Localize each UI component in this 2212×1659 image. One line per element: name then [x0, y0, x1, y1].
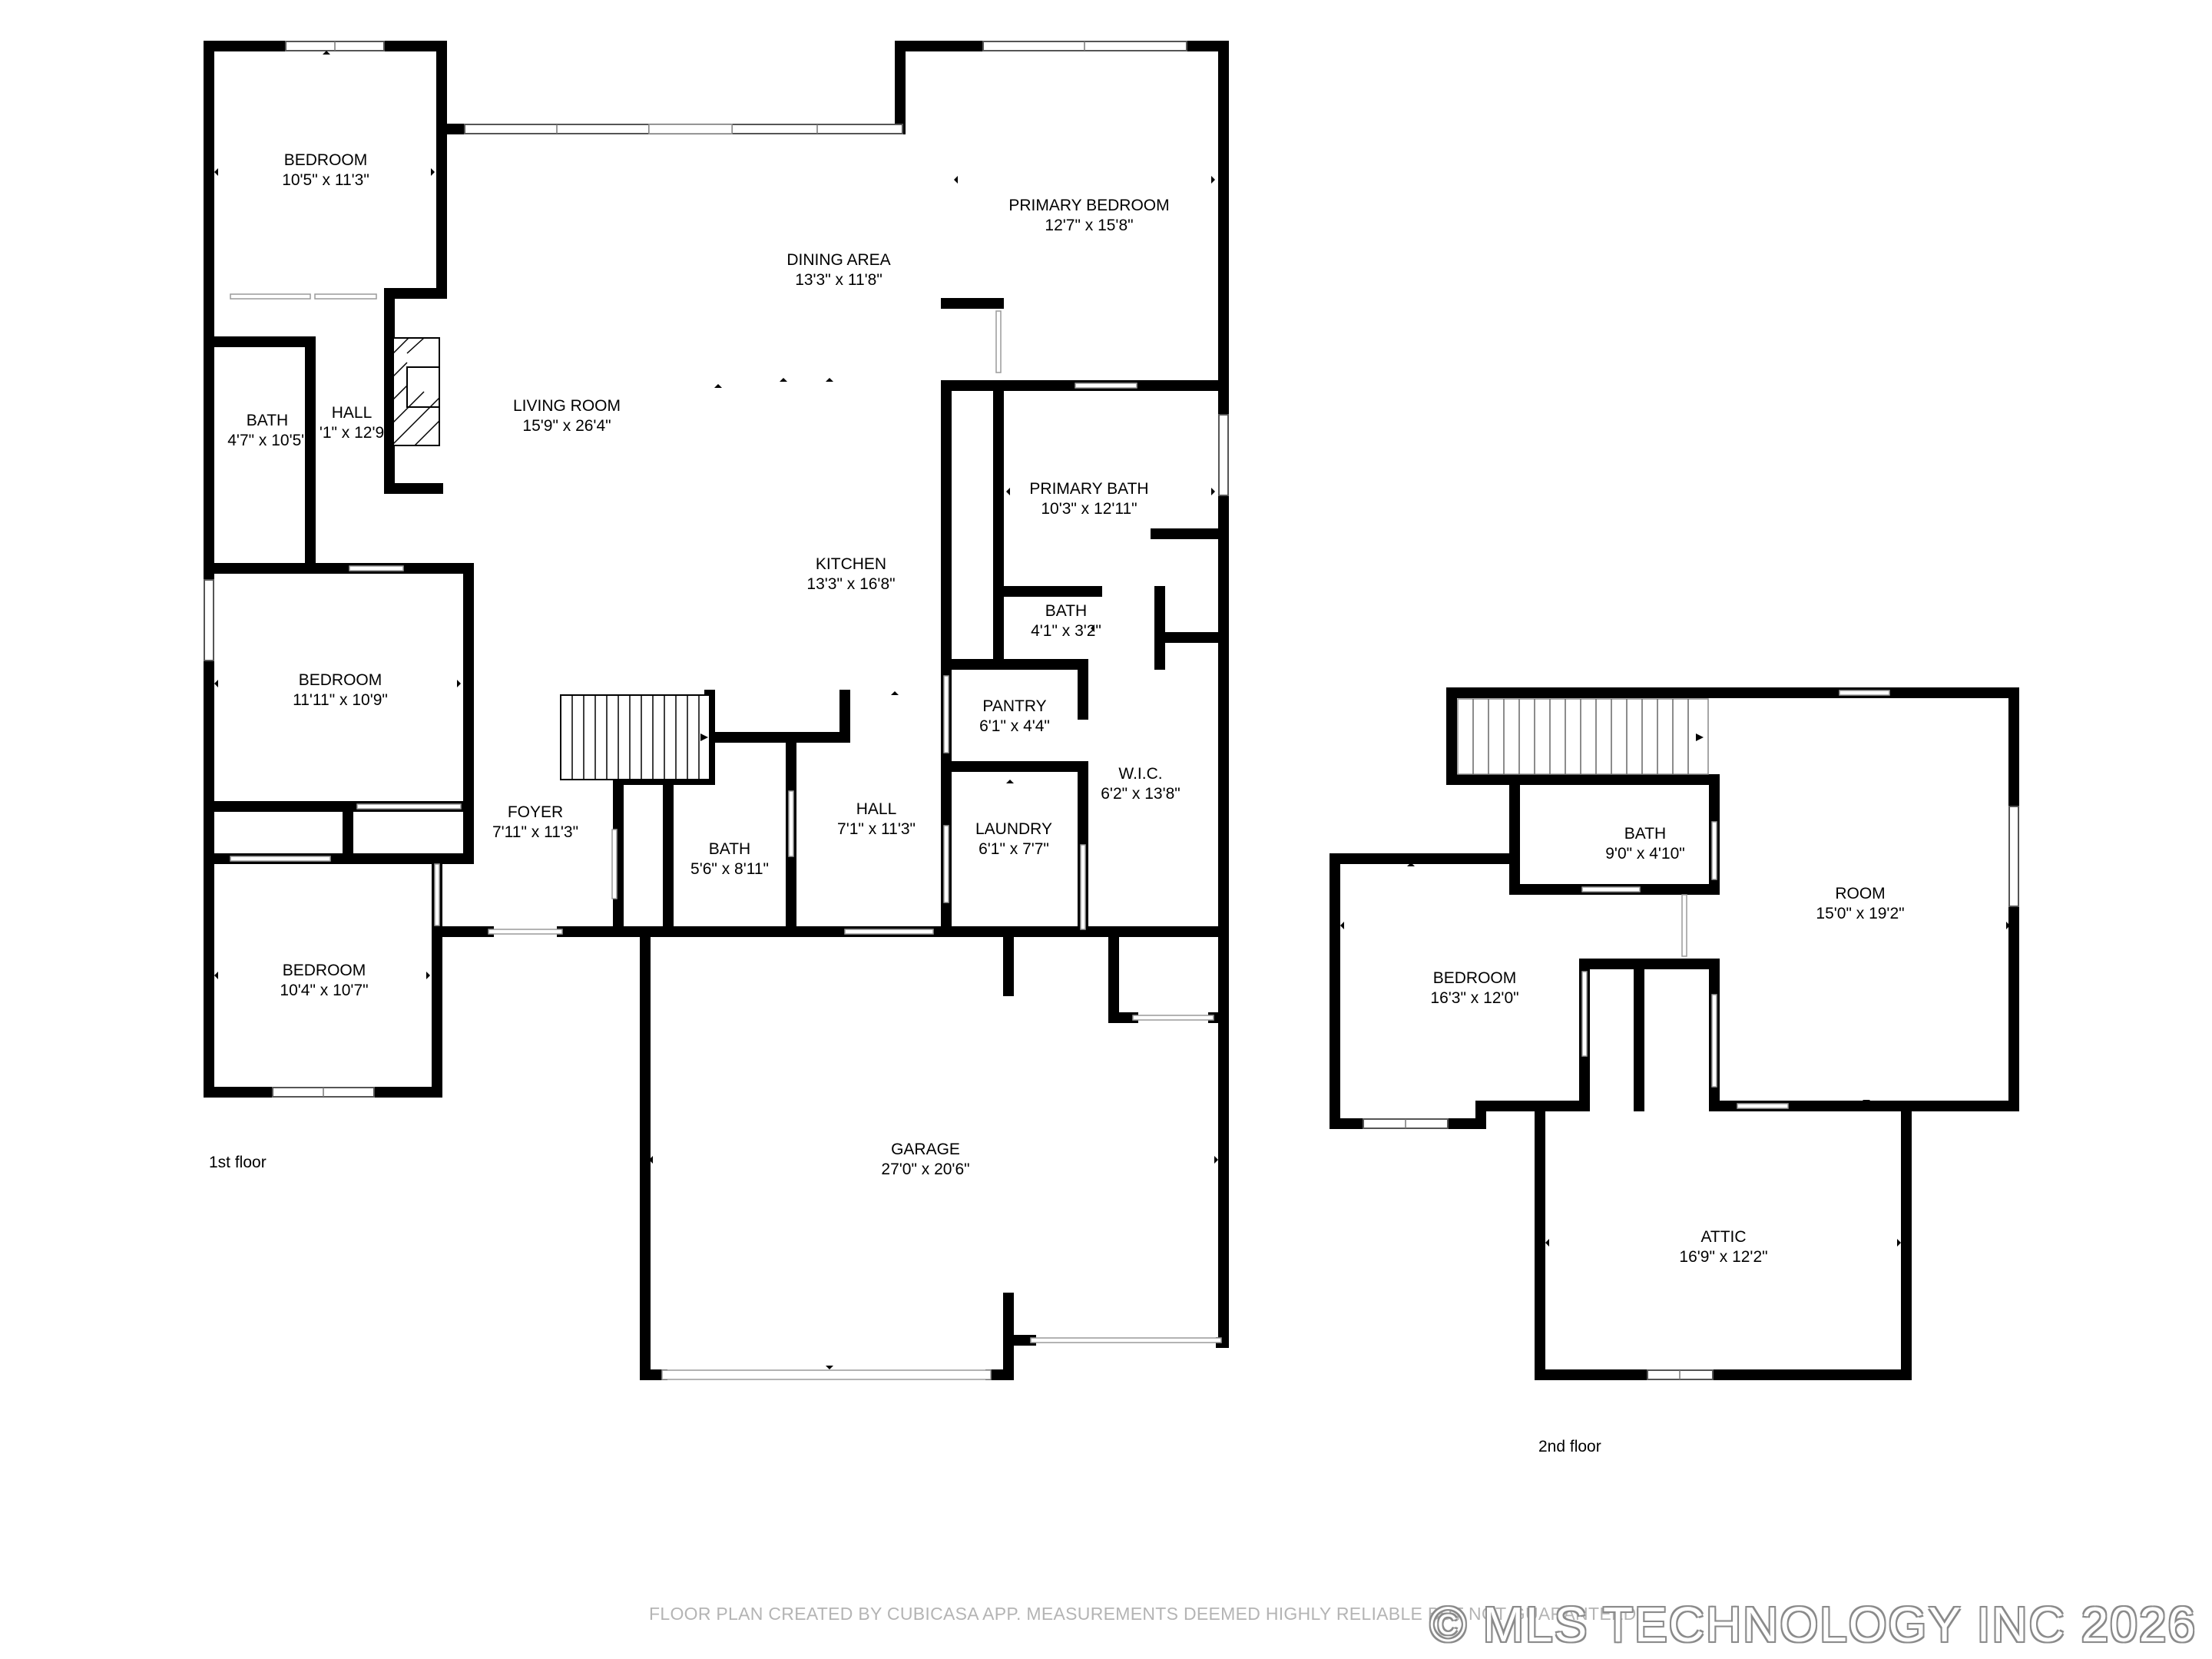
room-dims: 7'1" x 11'3" [837, 820, 916, 838]
room-name: BATH [1624, 825, 1666, 843]
room-name: W.I.C. [1118, 765, 1162, 783]
room-dims: 7'11" x 11'3" [492, 823, 578, 841]
room-name: BEDROOM [299, 671, 382, 689]
room-dims: 10'5" x 11'3" [282, 171, 369, 189]
stairs-second-floor [1457, 698, 1709, 775]
room-name: BATH [1045, 602, 1087, 620]
room-dims: 15'0" x 19'2" [1816, 905, 1904, 922]
room-dims: 4'7" x 10'5" [227, 432, 307, 449]
room-name: GARAGE [891, 1141, 960, 1158]
room-dims: 12'7" x 15'8" [1045, 217, 1133, 234]
room-name: PANTRY [982, 697, 1046, 715]
room-name: BEDROOM [283, 962, 366, 979]
fireplace-icon [392, 337, 440, 446]
room-name: HALL [856, 800, 897, 818]
room-dims: 16'9" x 12'2" [1679, 1248, 1767, 1266]
room-name: PRIMARY BEDROOM [1008, 197, 1169, 214]
room-name: DINING AREA [786, 251, 890, 269]
room-labels-second-floor: BATH 9'0" x 4'10" ROOM 15'0" x 19'2" BED… [1430, 825, 1904, 1455]
copyright-watermark: © MLS TECHNOLOGY INC 2026 [1429, 1597, 2197, 1652]
room-dims: 5'6" x 8'11" [690, 860, 769, 878]
room-dims: 16'3" x 12'0" [1430, 989, 1518, 1007]
room-dims: 6'2" x 13'8" [1101, 785, 1181, 803]
first-floor-walls [204, 41, 1229, 1380]
room-name: BATH [709, 840, 750, 858]
room-dims: '1" x 12'9 [320, 424, 384, 442]
floor-label: 2nd floor [1538, 1438, 1601, 1455]
room-name: HALL [332, 404, 373, 422]
room-name: LIVING ROOM [513, 397, 621, 415]
room-name: ROOM [1835, 885, 1885, 902]
room-name: LAUNDRY [975, 820, 1052, 838]
room-dims: 13'3" x 16'8" [806, 575, 895, 593]
room-dims: 9'0" x 4'10" [1605, 845, 1685, 863]
room-dims: 10'3" x 12'11" [1041, 500, 1137, 518]
room-name: BEDROOM [284, 151, 368, 169]
room-labels-first-floor: BEDROOM 10'5" x 11'3" DINING AREA 13'3" … [209, 151, 1181, 1178]
room-dims: 6'1" x 4'4" [979, 717, 1050, 735]
dimension-ticks [214, 51, 2010, 1369]
room-dims: 4'1" x 3'2" [1031, 622, 1101, 640]
room-dims: 10'4" x 10'7" [280, 982, 368, 999]
floor-label: 1st floor [209, 1154, 267, 1171]
second-floor-openings [1363, 690, 2019, 1380]
first-floor-openings [204, 41, 1229, 1380]
room-name: ATTIC [1700, 1228, 1746, 1246]
room-name: FOYER [508, 803, 563, 821]
room-dims: 6'1" x 7'7" [979, 840, 1049, 858]
room-dims: 11'11" x 10'9" [293, 691, 388, 709]
stairs-first-floor [560, 694, 710, 780]
room-name: PRIMARY BATH [1029, 480, 1148, 498]
disclaimer-text: FLOOR PLAN CREATED BY CUBICASA APP. MEAS… [649, 1604, 1642, 1624]
room-name: BATH [247, 412, 288, 429]
room-dims: 15'9" x 26'4" [522, 417, 611, 435]
room-dims: 13'3" x 11'8" [795, 271, 882, 289]
room-name: BEDROOM [1433, 969, 1517, 987]
room-dims: 27'0" x 20'6" [881, 1161, 969, 1178]
second-floor-walls [1330, 687, 2019, 1380]
room-name: KITCHEN [816, 555, 886, 573]
